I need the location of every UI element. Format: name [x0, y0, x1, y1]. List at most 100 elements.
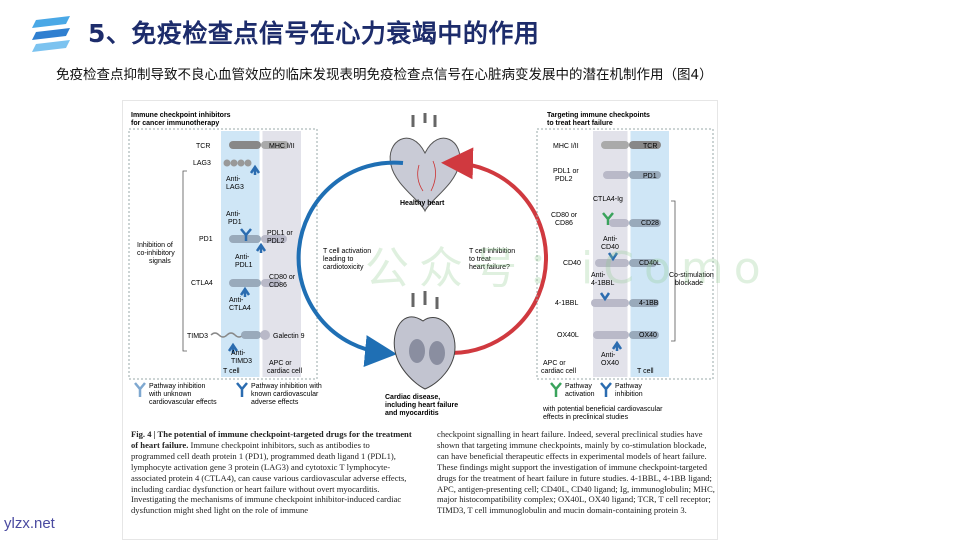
right-mhc-label: MHC I/II: [553, 143, 579, 150]
inhibition-label-3: signals: [149, 258, 171, 265]
cd40-ligand: [595, 259, 629, 267]
anti-cd40-antibody-icon: [607, 252, 619, 262]
diseased-heart-icon: [393, 291, 456, 390]
anti-ox40-antibody-icon: [611, 340, 623, 351]
right-panel-border: [536, 128, 714, 380]
timd3-receptor: [210, 332, 244, 338]
footer-site: ylzx.net: [4, 515, 55, 532]
legend-unknown-3: cardiovascular effects: [149, 399, 217, 406]
left-apc-zone: [261, 131, 301, 377]
watermark: 公众号：iComo: [365, 243, 771, 294]
anti-ox40-label-2: OX40: [601, 360, 619, 367]
pdl1-label-1: PDL1 or: [267, 230, 293, 237]
cd40l-label: CD40L: [639, 260, 661, 267]
anti-4-1bbl-antibody-icon: [599, 292, 611, 302]
legend-known-1: Pathway inhibition with: [251, 383, 322, 390]
left-arrow-label-1: T cell activation: [323, 248, 371, 255]
healthy-heart-label: Healthy heart: [400, 200, 445, 207]
anti-lag3-label-1: Anti-: [226, 176, 241, 183]
left-apc-label-1: APC or: [269, 360, 292, 367]
anti-ctla4-label-1: Anti-: [229, 297, 244, 304]
right-tcr-label: TCR: [643, 143, 657, 150]
right-tcell-label: T cell: [637, 368, 654, 375]
anti-pd1-antibody-icon: [240, 228, 252, 241]
caption-right: checkpoint signalling in heart failure. …: [437, 429, 715, 516]
lag3-receptor: [223, 159, 252, 167]
tcr-receptor: [229, 141, 261, 149]
right-pd1-receptor: [629, 171, 661, 179]
right-apc-label-2: cardiac cell: [541, 368, 576, 375]
pdl1-ligand: [261, 235, 287, 243]
legend-note-2: effects in preclinical studies: [543, 414, 629, 421]
figure-4: Immune checkpoint inhibitors for cancer …: [122, 100, 718, 540]
right-arrow-label-3: heart failure?: [469, 264, 510, 271]
right-panel-title-line2: to treat heart failure: [547, 120, 613, 127]
ox40-receptor: [629, 331, 659, 339]
legend-inhibition-1: Pathway: [615, 383, 642, 390]
4-1bb-label: 4-1BB: [639, 300, 659, 307]
inhibition-label-1: Inhibition of: [137, 242, 173, 249]
right-pdl1-label-2: PDL2: [555, 176, 573, 183]
caption-left: Fig. 4 | The potential of immune checkpo…: [131, 429, 415, 516]
anti-timd3-label-1: Anti-: [231, 350, 246, 357]
anti-ctla4-antibody-icon: [239, 286, 251, 297]
caption-left-text: Immune checkpoint inhibitors, such as an…: [131, 439, 407, 516]
4-1bb-receptor: [629, 299, 659, 307]
legend-known-2: known cardiovascular: [251, 391, 319, 398]
legend-known-antibody-icon: [236, 382, 248, 397]
ox40l-ligand: [593, 331, 629, 339]
anti-pdl1-antibody-icon: [255, 242, 267, 253]
left-mhc-label: MHC I/II: [269, 143, 295, 150]
right-red-arrow: [441, 147, 548, 356]
left-panel-title-line1: Immune checkpoint inhibitors: [131, 112, 231, 119]
galectin9-ligand: [260, 330, 270, 340]
costim-bracket: [671, 200, 676, 342]
legend-activation-icon: [550, 382, 562, 397]
legend-activation-2: activation: [565, 391, 595, 398]
left-tcell-label: T cell: [223, 368, 240, 375]
pdl1-label-2: PDL2: [267, 238, 285, 245]
right-arrow-label-2: to treat: [469, 256, 491, 263]
timd3-label: TIMD3: [187, 333, 208, 340]
left-panel: Immune checkpoint inhibitors for cancer …: [128, 112, 322, 406]
ox40-label: OX40: [639, 332, 657, 339]
cd80-label-1: CD80 or: [269, 274, 296, 281]
inhibition-label-2: co-inhibitory: [137, 250, 175, 257]
right-mhc-ligand: [601, 141, 629, 149]
center-cycle: Healthy heart T cell activation leading …: [296, 113, 548, 417]
timd3-stem: [241, 331, 261, 339]
left-arrow-label-3: cardiotoxicity: [323, 264, 364, 271]
cd40-label: CD40: [563, 260, 581, 267]
legend-inhibition-2: inhibition: [615, 391, 643, 398]
left-panel-title-line2: for cancer immunotherapy: [131, 120, 219, 127]
right-pd1-label: PD1: [643, 173, 657, 180]
anti-lag3-label-2: LAG3: [226, 184, 244, 191]
4-1bbl-label: 4-1BBL: [555, 300, 578, 307]
ox40l-label: OX40L: [557, 332, 579, 339]
right-tcr-receptor: [629, 141, 661, 149]
legend-known-3: adverse effects: [251, 399, 299, 406]
anti-ox40-label-1: Anti-: [601, 352, 616, 359]
left-tcr-label: TCR: [196, 143, 210, 150]
legend-unknown-antibody-icon: [134, 382, 146, 397]
anti-timd3-label-2: TIMD3: [231, 358, 252, 365]
anti-pdl1-label-1: Anti-: [235, 254, 250, 261]
anti-ctla4-label-2: CTLA4: [229, 305, 251, 312]
mhc-ligand: [261, 141, 289, 149]
right-arrow-label-1: T cell inhibition: [469, 248, 515, 255]
ctla4ig-label: CTLA4-Ig: [593, 196, 623, 203]
right-cd80-label-2: CD86: [555, 220, 573, 227]
cd80-label-2: CD86: [269, 282, 287, 289]
ctla4-receptor: [229, 279, 261, 287]
disease-label-2: including heart failure: [385, 402, 458, 409]
anti-4-1bbl-label-2: 4-1BBL: [591, 280, 614, 287]
anti-cd40-label-2: CD40: [601, 244, 619, 251]
disease-label-1: Cardiac disease,: [385, 394, 440, 401]
anti-lag3-antibody-icon: [249, 164, 261, 175]
inhibition-bracket: [182, 170, 187, 352]
cd28-receptor: [629, 219, 661, 227]
ctla4ig-green-icon: [602, 212, 614, 225]
anti-pdl1-label-2: PDL1: [235, 262, 253, 269]
4-1bbl-ligand: [591, 299, 629, 307]
right-panel-title-line1: Targeting immune checkpoints: [547, 112, 650, 119]
